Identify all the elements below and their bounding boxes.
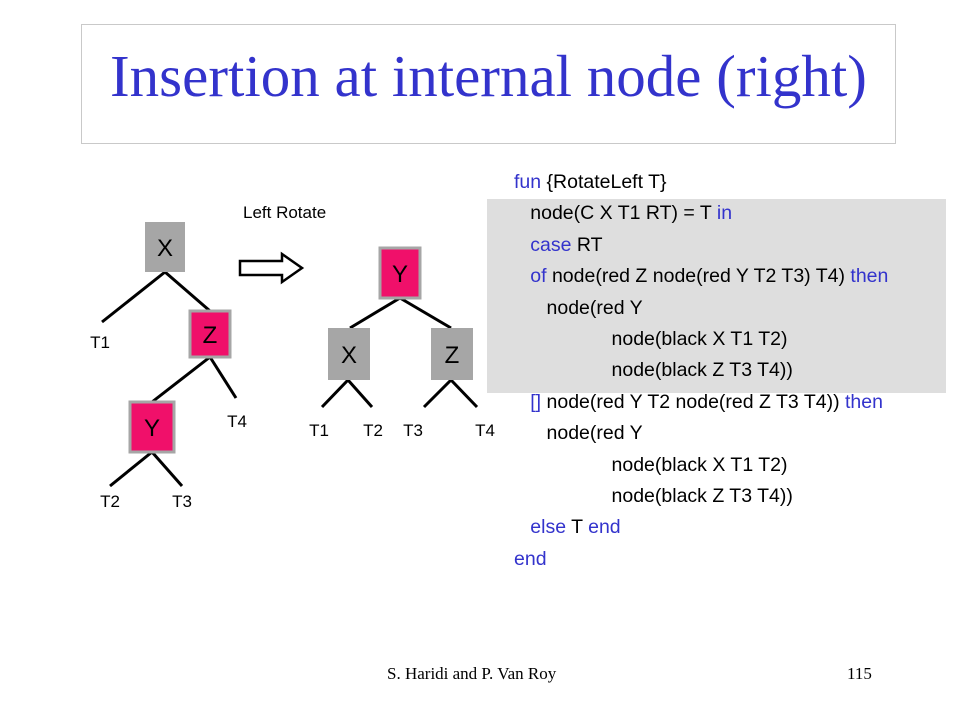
code-text: node(black X T1 T2) <box>514 453 788 476</box>
code-line: of node(red Z node(red Y T2 T3) T4) then <box>514 261 888 292</box>
code-text: {RotateLeft T} <box>541 171 667 193</box>
right-node-x-label: X <box>341 342 357 369</box>
code-keyword: then <box>844 390 883 413</box>
code-text: node(black X T1 T2) <box>514 327 788 350</box>
left-node-z-label: Z <box>203 322 218 349</box>
code-line: node(C X T1 RT) = T in <box>514 198 888 229</box>
edge-ry-rx <box>349 296 401 330</box>
code-keyword: end <box>588 516 621 539</box>
left-leaf-t2: T2 <box>100 492 120 511</box>
code-keyword: end <box>514 547 547 570</box>
left-node-y-label: Y <box>144 415 160 442</box>
code-text: node(black Z T3 T4)) <box>514 359 793 382</box>
edge-z-t4 <box>208 356 238 399</box>
right-leaf-t1: T1 <box>309 421 329 440</box>
page-number: 115 <box>847 664 872 683</box>
code-keyword: then <box>850 265 889 288</box>
code-text: node(red Y <box>514 296 643 319</box>
code-text <box>514 516 530 538</box>
code-keyword: [] <box>530 390 542 413</box>
code-line: node(red Y <box>514 293 888 324</box>
edge-z-y <box>151 355 211 404</box>
left-node-x-label: X <box>157 235 173 262</box>
code-text <box>514 234 530 256</box>
right-leaf-t3: T3 <box>403 421 423 440</box>
edge-x-z <box>164 270 211 313</box>
footer-author: S. Haridi and P. Van Roy <box>387 664 557 683</box>
title-box: Insertion at internal node (right) <box>81 24 896 144</box>
code-highlight-background <box>487 199 946 393</box>
edge-rx-t2 <box>346 379 374 408</box>
code-text: node(red Y T2 node(red Z T3 T4)) <box>541 390 845 413</box>
code-line: fun {RotateLeft T} <box>514 167 888 198</box>
code-text: node(red Y <box>514 422 643 445</box>
left-node-x <box>145 222 185 272</box>
code-text: node(black Z T3 T4)) <box>514 484 793 507</box>
code-text: node(C X T1 RT) = T <box>514 202 717 225</box>
code-text <box>514 265 530 287</box>
code-text: T <box>566 516 589 539</box>
code-keyword: of <box>530 265 547 288</box>
left-node-y <box>128 400 176 454</box>
code-keyword: in <box>716 202 733 225</box>
code-text: RT <box>571 233 603 256</box>
edge-x-t1 <box>101 270 166 324</box>
left-rotate-label: Left Rotate <box>243 203 327 222</box>
right-node-z <box>431 328 473 380</box>
left-leaf-t4: T4 <box>227 412 247 431</box>
double-right-arrow-icon <box>238 251 305 285</box>
right-node-y-label: Y <box>392 261 408 288</box>
code-line: node(black Z T3 T4)) <box>514 355 888 386</box>
edge-y-t2 <box>109 450 153 488</box>
edge-rz-t4 <box>449 378 479 409</box>
right-node-y <box>378 246 422 300</box>
right-node-x <box>328 328 370 380</box>
code-line: case RT <box>514 230 888 261</box>
code-text: node(red Z node(red Y T2 T3) T4) <box>546 265 851 288</box>
code-block: fun {RotateLeft T} node(C X T1 RT) = T i… <box>514 167 888 575</box>
code-keyword: fun <box>514 171 542 193</box>
edge-ry-rz <box>399 296 452 330</box>
code-line: node(black Z T3 T4)) <box>514 481 888 512</box>
edge-y-t3 <box>150 451 184 487</box>
code-keyword: else <box>530 516 567 539</box>
slide-title: Insertion at internal node (right) <box>110 43 867 109</box>
code-keyword: case <box>530 233 572 256</box>
code-line: node(red Y <box>514 418 888 449</box>
code-text <box>514 391 530 413</box>
right-leaf-t4: T4 <box>475 421 495 440</box>
right-leaf-t2: T2 <box>363 421 383 440</box>
code-line: [] node(red Y T2 node(red Z T3 T4)) then <box>514 387 888 418</box>
edge-rx-t1 <box>320 378 350 409</box>
left-node-z <box>188 309 232 359</box>
edge-rz-t3 <box>422 378 453 409</box>
code-line: else T end <box>514 512 888 543</box>
right-node-z-label: Z <box>445 342 460 369</box>
left-leaf-t3: T3 <box>172 492 192 511</box>
code-line: node(black X T1 T2) <box>514 450 888 481</box>
code-line: node(black X T1 T2) <box>514 324 888 355</box>
code-line: end <box>514 544 888 575</box>
left-leaf-t1: T1 <box>90 333 110 352</box>
